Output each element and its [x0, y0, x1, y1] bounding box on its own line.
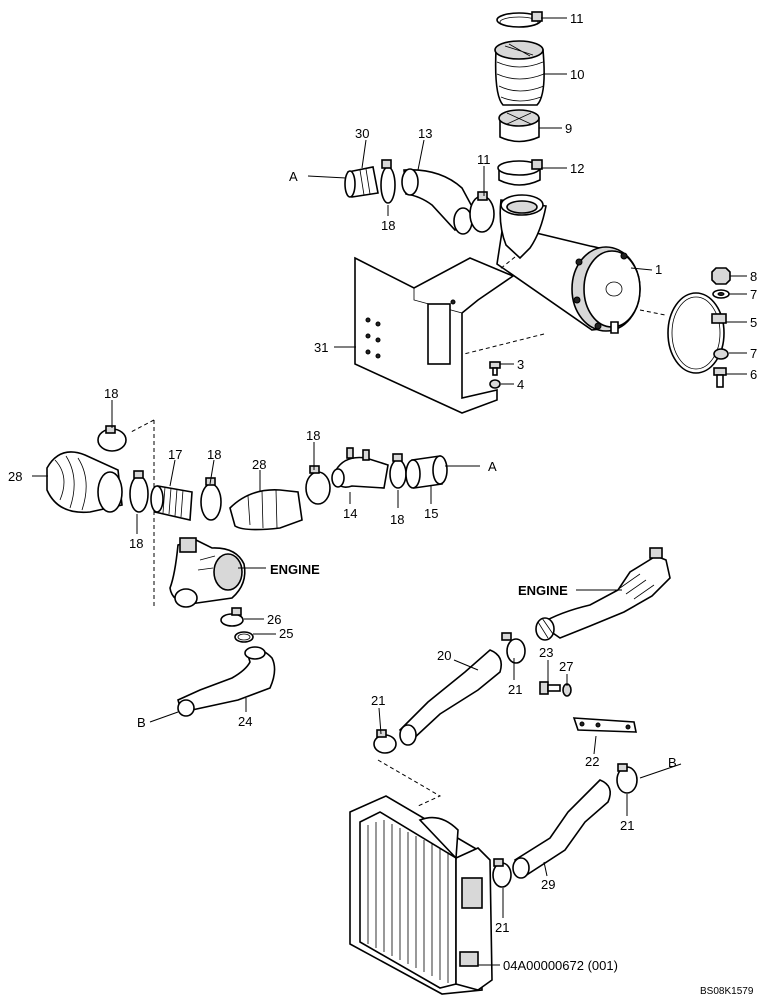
callout-15: 15: [424, 506, 438, 521]
clamp-21-c: [616, 763, 638, 794]
turbocharger-engine: [169, 537, 246, 608]
callout-30: 30: [355, 126, 369, 141]
clamp-18-d: [305, 465, 331, 505]
hose-13: [401, 168, 478, 235]
callout-22: 22: [585, 754, 599, 769]
callout-28-center: 28: [252, 457, 266, 472]
bolt-23: [539, 681, 561, 695]
clamp-18-c: [200, 477, 222, 521]
bolt-6: [713, 367, 727, 388]
clamp-26: [220, 607, 244, 627]
callout-18-d: 18: [306, 428, 320, 443]
clamp-21-a: [501, 632, 526, 664]
clamp-18-b: [129, 470, 149, 513]
pipe-24: [177, 646, 276, 717]
callout-9: 9: [565, 121, 572, 136]
radiator-intercooler: [349, 795, 493, 995]
callout-18-e: 18: [390, 512, 404, 527]
callout-10: 10: [570, 67, 584, 82]
callout-a-top: A: [289, 169, 298, 184]
callout-25: 25: [279, 626, 293, 641]
mounting-band-5: [667, 292, 727, 374]
bracket-31: [354, 256, 515, 414]
pipe-14: [331, 447, 389, 489]
clamp-11-side: [469, 191, 495, 233]
hose-17: [150, 485, 193, 521]
callout-14: 14: [343, 506, 357, 521]
leader-lines: [32, 17, 747, 966]
nut-8: [711, 267, 731, 285]
callout-21-b: 21: [371, 693, 385, 708]
washer-4: [489, 379, 501, 389]
callout-5: 5: [750, 315, 757, 330]
callout-18-c: 18: [207, 447, 221, 462]
callout-engine-intake: ENGINE: [518, 583, 568, 598]
clamp-18-upper: [380, 159, 396, 204]
callout-20: 20: [437, 648, 451, 663]
callout-21-c: 21: [620, 818, 634, 833]
clamp-21-d: [492, 858, 512, 888]
callout-7-lower: 7: [750, 346, 757, 361]
hose-29: [512, 779, 611, 879]
callout-7-top: 7: [750, 287, 757, 302]
callout-a-middle: A: [488, 459, 497, 474]
hose-30: [344, 166, 379, 198]
clamp-21-b: [373, 729, 397, 754]
drawing-code: BS08K1579: [700, 986, 754, 997]
dust-valve-cover-10: [494, 40, 545, 106]
callout-21-a: 21: [508, 682, 522, 697]
clamp-18-e: [389, 453, 407, 489]
hose-20: [398, 649, 503, 746]
callout-engine-turbo: ENGINE: [270, 562, 320, 577]
callout-29: 29: [541, 877, 555, 892]
valve-9: [498, 109, 540, 143]
guide-line-vertical: [130, 419, 155, 608]
clamp-11-top: [496, 11, 543, 28]
callout-26: 26: [267, 612, 281, 627]
callout-17: 17: [168, 447, 182, 462]
hose-28-center: [229, 489, 303, 531]
callout-31: 31: [314, 340, 328, 355]
washer-7-lower: [713, 348, 729, 360]
callout-1: 1: [655, 262, 662, 277]
hose-28-left: [46, 451, 123, 514]
guide-line-radiator: [377, 759, 442, 807]
intake-pipe-engine: [535, 547, 671, 641]
bolt-3: [489, 361, 501, 376]
callout-11-side: 11: [477, 152, 491, 167]
clamp-18-a: [97, 425, 127, 452]
callout-6: 6: [750, 367, 757, 382]
oring-25: [234, 631, 254, 643]
callout-23: 23: [539, 645, 553, 660]
hose-15: [405, 455, 448, 489]
callout-3: 3: [517, 357, 524, 372]
callout-18-a: 18: [104, 386, 118, 401]
callout-11-top: 11: [570, 11, 584, 26]
clamp-12: [497, 159, 543, 186]
callout-21-d: 21: [495, 920, 509, 935]
callout-12: 12: [570, 161, 584, 176]
callout-18-top: 18: [381, 218, 395, 233]
washer-7-top: [712, 289, 730, 299]
air-cleaner-1: [496, 194, 641, 334]
callout-27: 27: [559, 659, 573, 674]
callout-b-right: B: [668, 755, 677, 770]
callout-13: 13: [418, 126, 432, 141]
callout-b-left: B: [137, 715, 146, 730]
callout-28-left: 28: [8, 469, 22, 484]
callout-8: 8: [750, 269, 757, 284]
callout-24: 24: [238, 714, 252, 729]
assembly-reference: 04A00000672 (001): [503, 958, 618, 973]
callout-4: 4: [517, 377, 524, 392]
callout-18-b: 18: [129, 536, 143, 551]
bracket-22: [572, 717, 637, 733]
